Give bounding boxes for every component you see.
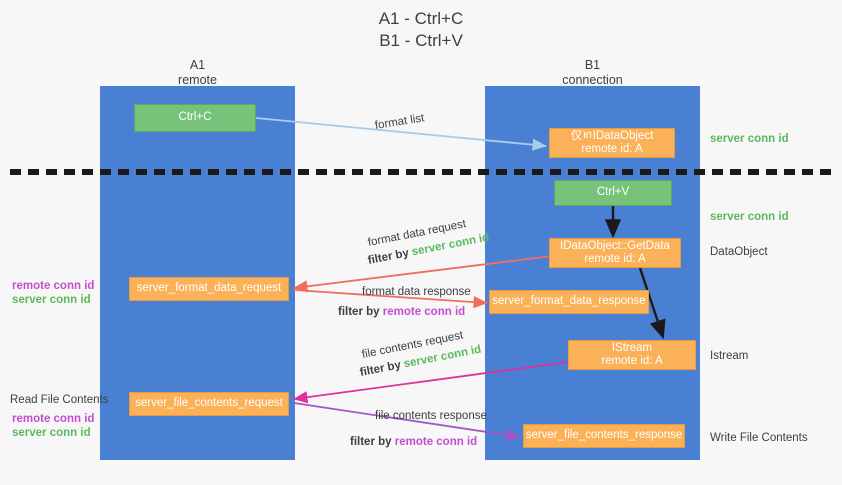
page-title: A1 - Ctrl+C B1 - Ctrl+V bbox=[0, 8, 842, 52]
arrow-file-contents-response bbox=[293, 402, 521, 442]
node-server-file-contents-response[interactable]: server_file_contents_response bbox=[523, 424, 685, 448]
lane-b1-name: B1 bbox=[584, 58, 601, 72]
side-label-server-conn-bottom: server conn id bbox=[12, 427, 91, 439]
node-ctrl-c-label: Ctrl+C bbox=[178, 111, 212, 124]
arrow-format-list bbox=[255, 117, 547, 151]
filter-value-remote-conn-1: remote conn id bbox=[382, 306, 466, 318]
filter-prefix-4: filter by bbox=[350, 436, 392, 448]
side-label-istream: Istream bbox=[710, 350, 749, 362]
node-server-file-contents-request[interactable]: server_file_contents_request bbox=[129, 392, 289, 416]
lane-header-b1: B1 connection bbox=[485, 58, 700, 88]
node-idataobject-line-2: remote id: A bbox=[581, 143, 643, 155]
node-idataobject-line-1: 仅ㅲIDataObject bbox=[570, 129, 654, 142]
lane-a1-name: A1 bbox=[189, 58, 206, 72]
node-server-file-contents-response-label: server_file_contents_response bbox=[525, 429, 683, 442]
edge-label-file-contents-response-filter: filter by remote conn id bbox=[350, 435, 477, 449]
node-istream-line-2: remote id: A bbox=[601, 355, 663, 367]
node-server-format-data-request-label: server_format_data_request bbox=[136, 282, 282, 295]
side-label-server-conn-top: server conn id bbox=[710, 133, 789, 145]
node-idataobject-getdata[interactable]: IDataObject::GetData remote id: A bbox=[549, 238, 681, 268]
arrow-file-contents-request bbox=[293, 361, 569, 404]
node-ctrl-c[interactable]: Ctrl+C bbox=[134, 104, 256, 132]
side-label-server-conn-mid: server conn id bbox=[710, 211, 789, 223]
edge-label-format-data-response: format data response bbox=[362, 286, 471, 298]
edge-label-format-data-response-filter: filter by remote conn id bbox=[338, 305, 465, 319]
edge-label-file-contents-response: file contents response bbox=[375, 410, 487, 422]
title-line-2: B1 - Ctrl+V bbox=[379, 31, 463, 50]
filter-prefix-2: filter by bbox=[338, 306, 380, 318]
side-label-dataobject: DataObject bbox=[710, 246, 768, 258]
node-server-file-contents-request-label: server_file_contents_request bbox=[135, 397, 283, 410]
node-server-format-data-response[interactable]: server_format_data_response bbox=[489, 290, 649, 314]
node-istream[interactable]: IStream remote id: A bbox=[568, 340, 696, 370]
node-getdata-line-2: remote id: A bbox=[584, 253, 646, 265]
arrow-format-data-response bbox=[293, 289, 488, 309]
title-line-1: A1 - Ctrl+C bbox=[378, 9, 464, 28]
node-ctrl-v[interactable]: Ctrl+V bbox=[554, 180, 672, 206]
node-getdata-line-1: IDataObject::GetData bbox=[560, 239, 670, 252]
node-idataobject[interactable]: 仅ㅲIDataObject remote id: A bbox=[549, 128, 675, 158]
lane-header-a1: A1 remote bbox=[100, 58, 295, 88]
side-label-write-file-contents: Write File Contents bbox=[710, 432, 808, 444]
side-label-read-file-contents: Read File Contents bbox=[10, 394, 109, 406]
arrow-format-data-request bbox=[293, 255, 553, 293]
arrow-getdata-to-istream bbox=[638, 267, 666, 340]
side-label-remote-conn-bottom: remote conn id bbox=[12, 413, 95, 425]
side-label-server-conn-left-mid: server conn id bbox=[12, 294, 91, 306]
filter-value-remote-conn-2: remote conn id bbox=[394, 436, 478, 448]
lane-a1-sub: remote bbox=[178, 73, 217, 87]
node-istream-line-1: IStream bbox=[611, 341, 653, 354]
node-ctrl-v-label: Ctrl+V bbox=[596, 186, 630, 199]
node-server-format-data-request[interactable]: server_format_data_request bbox=[129, 277, 289, 301]
node-server-format-data-response-label: server_format_data_response bbox=[492, 295, 646, 308]
lane-b1-sub: connection bbox=[562, 73, 623, 87]
side-label-remote-conn-mid: remote conn id bbox=[12, 280, 95, 292]
